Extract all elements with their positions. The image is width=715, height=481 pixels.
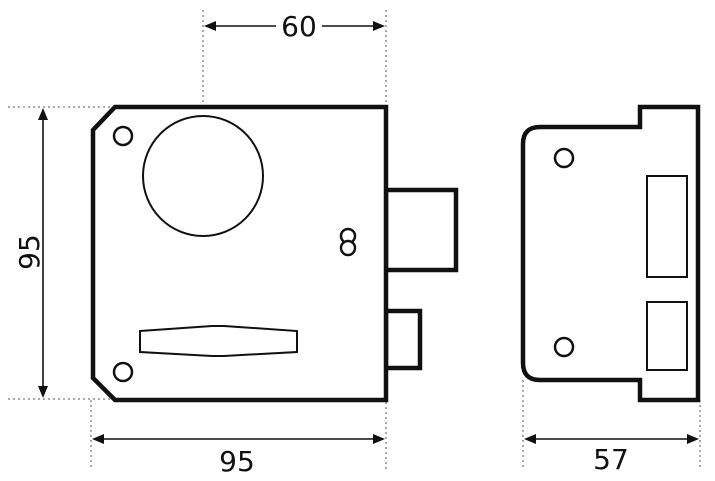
side-screw-hole-bottom bbox=[553, 336, 575, 358]
dimension-top: 60 bbox=[204, 10, 385, 43]
dimension-label-left: 95 bbox=[13, 234, 46, 270]
arrow-left-icon bbox=[204, 21, 216, 31]
arrow-left-icon bbox=[92, 434, 104, 444]
dimension-side: 57 bbox=[524, 434, 699, 476]
dimension-bottom: 95 bbox=[92, 434, 385, 478]
lock-side-view bbox=[520, 104, 701, 403]
screw-hole-bottom-left bbox=[112, 361, 134, 383]
side-slot-lower bbox=[646, 301, 688, 371]
lock-front-view bbox=[90, 104, 459, 403]
side-screw-hole-top bbox=[553, 147, 575, 169]
screw-hole-top-left bbox=[112, 125, 134, 147]
dimension-label-bottom: 95 bbox=[219, 445, 255, 478]
dimension-label-side: 57 bbox=[593, 443, 629, 476]
cylinder-hole bbox=[142, 115, 264, 237]
latch-bolt bbox=[383, 187, 459, 273]
arrow-down-icon bbox=[38, 386, 48, 398]
arrow-right-icon bbox=[687, 434, 699, 444]
dead-bolt bbox=[383, 308, 423, 371]
dimension-left: 95 bbox=[13, 108, 48, 398]
keyhole-slot bbox=[139, 325, 298, 357]
arrow-right-icon bbox=[373, 434, 385, 444]
side-slot-upper bbox=[646, 175, 688, 278]
dimension-label-top: 60 bbox=[281, 10, 317, 43]
arrow-right-icon bbox=[373, 21, 385, 31]
pin-lower bbox=[339, 239, 357, 257]
arrow-left-icon bbox=[524, 434, 536, 444]
arrow-up-icon bbox=[38, 108, 48, 120]
